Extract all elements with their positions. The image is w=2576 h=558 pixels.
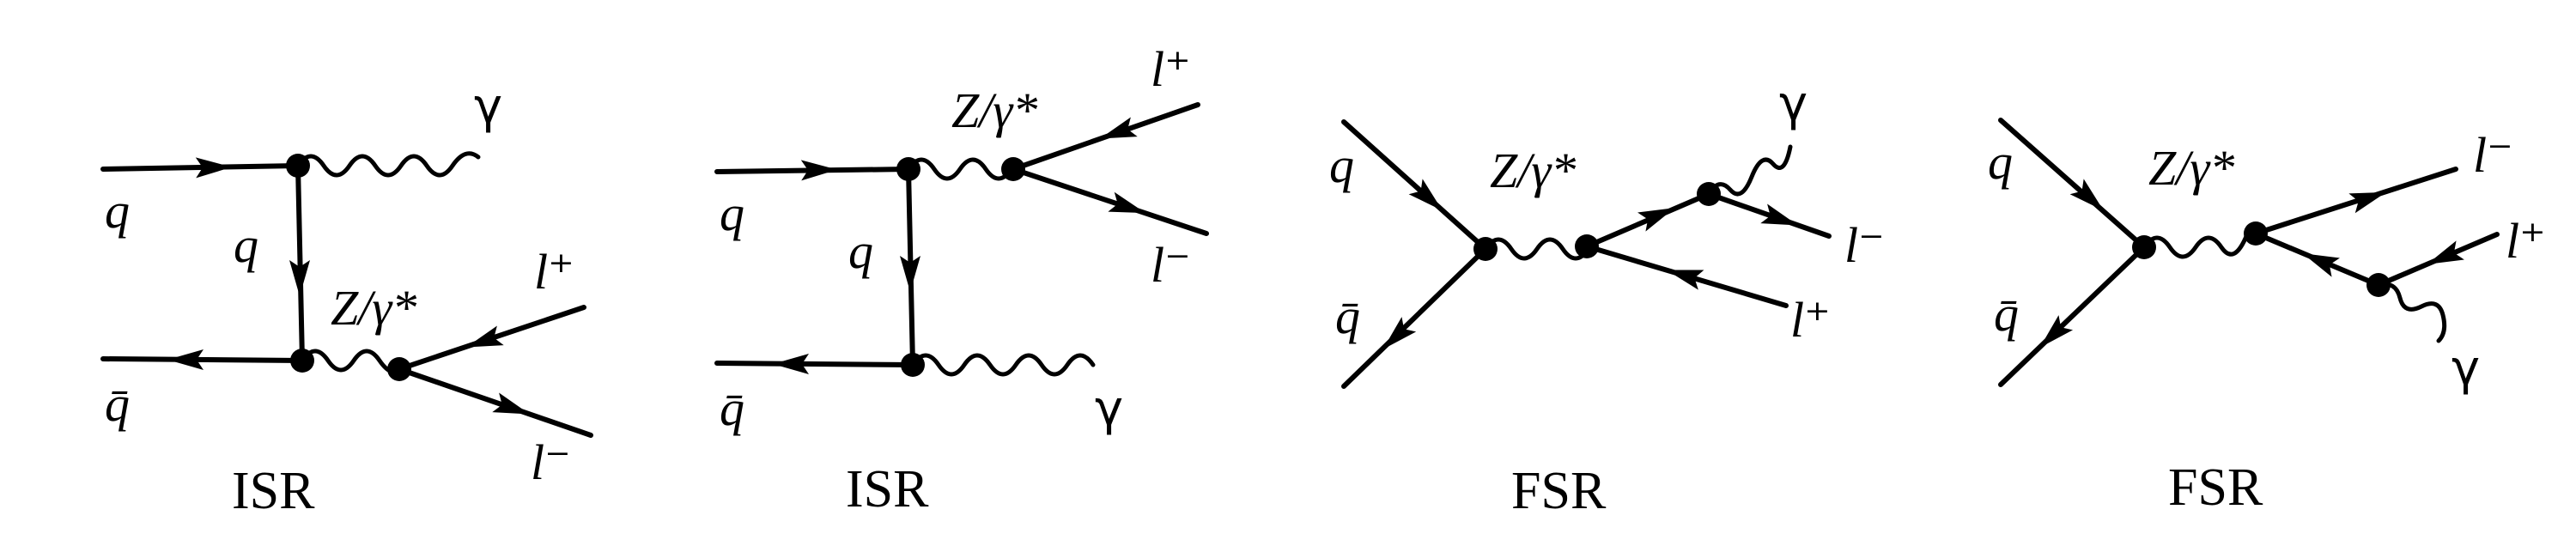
lepton-minus-arrow <box>492 392 533 424</box>
vertex <box>896 157 920 181</box>
vertex <box>286 154 310 178</box>
quark-propagator-line <box>295 163 305 363</box>
vertex <box>901 353 925 377</box>
vertex <box>1575 234 1599 258</box>
label-lepton-plus: l⁺ <box>2506 213 2546 269</box>
diagram-1-isr: q q q̄ γ Z/γ* l⁺ l⁻ ISR <box>100 79 593 520</box>
label-lepton-plus: l⁺ <box>1151 41 1191 97</box>
lepton-minus-line <box>397 367 593 438</box>
label-gamma: γ <box>2451 341 2480 397</box>
caption-diagram-3: FSR <box>1511 462 1607 520</box>
vertex <box>1001 157 1025 181</box>
label-q: q <box>1988 134 2013 190</box>
antiquark-line <box>714 361 915 367</box>
label-lepton-plus: l⁺ <box>1790 292 1831 348</box>
photon-wavy-line <box>1706 144 1793 197</box>
lepton-plus-arrow-inner <box>2298 244 2340 277</box>
label-lepton-minus: l⁻ <box>531 434 571 490</box>
lepton-plus-arrow <box>463 325 504 357</box>
z-boson-wavy-line <box>2142 232 2250 259</box>
diagram-2-isr: q q q̄ Z/γ* l⁺ l⁻ γ ISR <box>714 41 1209 519</box>
label-lepton-minus: l⁻ <box>1844 217 1885 273</box>
label-z-gamma: Z/γ* <box>331 280 416 336</box>
vertex <box>1697 182 1721 206</box>
label-qbar: q̄ <box>1994 286 2019 342</box>
diagram-3-fsr: q q̄ Z/γ* γ l⁻ l⁺ FSR <box>1329 76 1885 520</box>
label-q-propagator: q <box>848 223 873 279</box>
label-q: q <box>105 183 130 239</box>
lepton-minus-line <box>1011 167 1209 236</box>
label-q: q <box>1329 137 1354 193</box>
label-q: q <box>720 185 744 241</box>
label-qbar: q̄ <box>1335 288 1360 344</box>
z-boson-wavy-line <box>300 349 408 375</box>
photon-wavy-line <box>295 151 481 178</box>
label-z-gamma: Z/γ* <box>1490 143 1576 198</box>
lepton-minus-arrow <box>1637 198 1680 232</box>
lepton-minus-line-outgoing <box>1706 191 1832 239</box>
incoming-quark-line <box>1998 118 2147 250</box>
z-boson-wavy-line <box>1483 237 1591 261</box>
lepton-plus-arrow <box>2422 240 2464 274</box>
label-gamma: γ <box>1095 381 1123 437</box>
lepton-plus-arrow <box>1097 117 1138 149</box>
lepton-minus-arrow-outgoing <box>1760 203 1801 235</box>
z-boson-wavy-line <box>906 157 1014 181</box>
incoming-quark-line <box>100 163 301 172</box>
label-lepton-plus: l⁺ <box>534 244 574 300</box>
caption-diagram-4: FSR <box>2168 458 2263 517</box>
photon-wavy-line <box>2376 282 2447 343</box>
vertex <box>2366 273 2391 297</box>
antiquark-line <box>1998 245 2147 387</box>
lepton-minus-arrow <box>1108 191 1149 223</box>
label-gamma: γ <box>474 79 502 135</box>
label-q-propagator: q <box>234 217 258 273</box>
vertex <box>2244 221 2268 246</box>
incoming-quark-line <box>1341 119 1488 252</box>
antiquark-line <box>1341 246 1488 389</box>
label-gamma: γ <box>1779 76 1807 132</box>
lepton-plus-arrow <box>1663 259 1704 290</box>
vertex <box>387 357 411 381</box>
diagram-4-fsr: q q̄ Z/γ* l⁻ l⁺ γ FSR <box>1988 118 2546 517</box>
lepton-minus-line <box>2253 167 2458 236</box>
antiquark-line <box>100 356 305 363</box>
vertex <box>1473 237 1498 261</box>
caption-diagram-1: ISR <box>232 462 315 520</box>
label-qbar: q̄ <box>105 376 130 432</box>
caption-diagram-2: ISR <box>846 460 929 519</box>
lepton-minus-arrow <box>2348 182 2390 214</box>
label-z-gamma: Z/γ* <box>951 82 1037 138</box>
label-qbar: q̄ <box>720 380 744 436</box>
label-z-gamma: Z/γ* <box>2148 140 2234 196</box>
label-lepton-minus: l⁻ <box>2473 127 2513 183</box>
label-lepton-minus: l⁻ <box>1151 237 1191 293</box>
vertex <box>2132 235 2156 259</box>
photon-wavy-line <box>910 353 1096 377</box>
vertex <box>290 349 314 373</box>
